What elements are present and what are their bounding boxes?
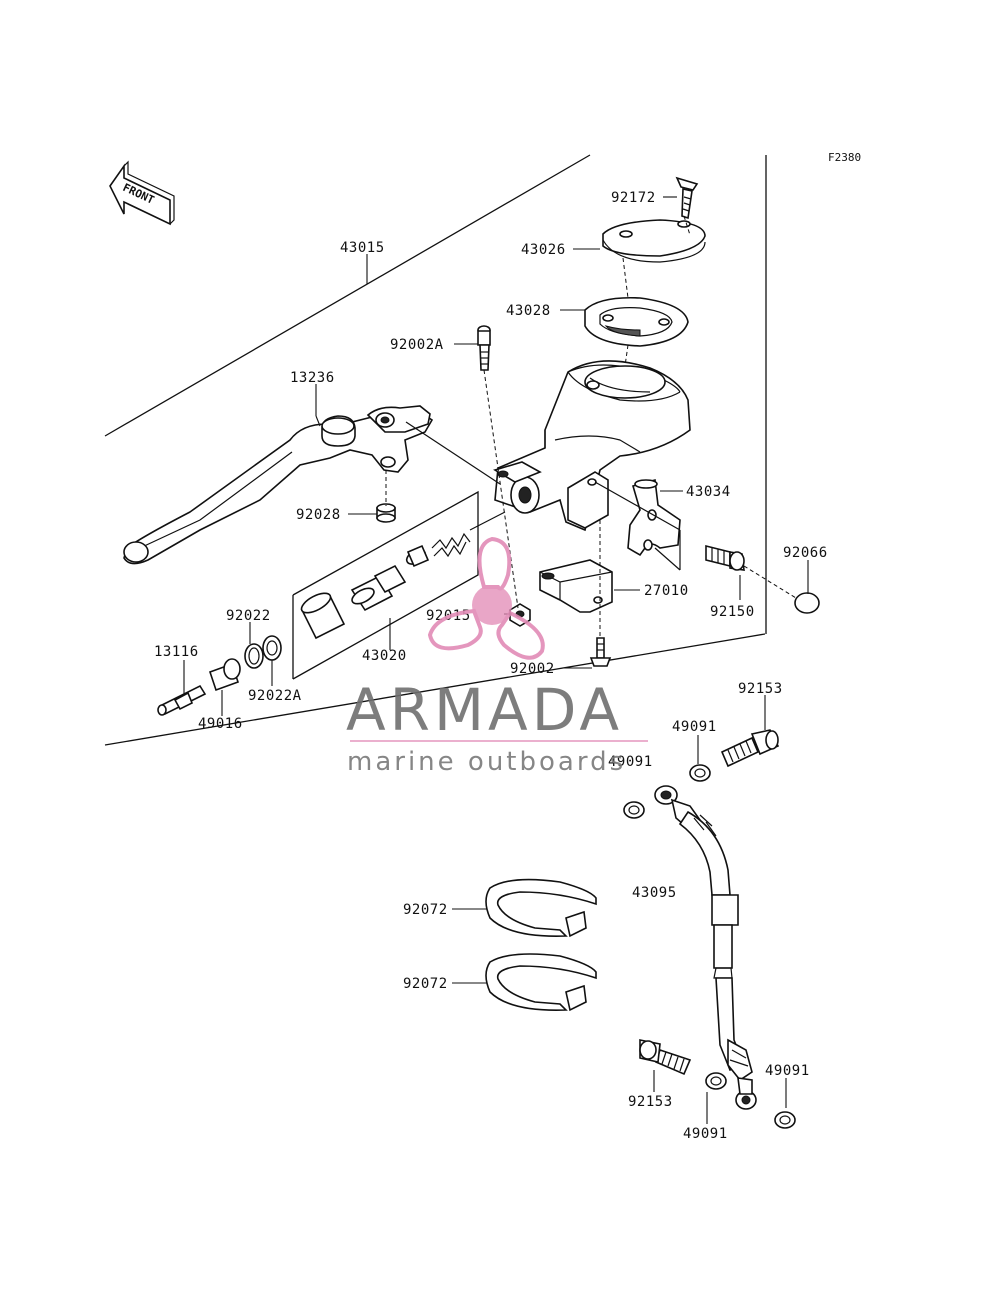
part-label-92153-top[interactable]: 92153 (738, 681, 783, 697)
part-label-43015[interactable]: 43015 (340, 240, 385, 256)
part-label-92153-bot[interactable]: 92153 (628, 1094, 673, 1110)
bushing-92028 (376, 503, 396, 523)
push-rod-13116 (157, 684, 207, 716)
watermark-tagline: marine outboards (347, 747, 626, 777)
part-labels: 43015 92172 43026 43028 92002A 13236 430… (154, 190, 828, 1142)
cable-tie-92072-lower (485, 953, 597, 1012)
assembly-frame (104, 154, 767, 746)
reservoir-cap-43026 (602, 219, 706, 263)
front-arrow-icon: FRONT (109, 160, 175, 226)
screw-92002 (589, 637, 612, 667)
boot-49016 (208, 658, 241, 692)
propeller-logo-icon (427, 536, 545, 660)
watermark: ARMADA marine outboards (346, 536, 648, 777)
piston-kit-43020 (300, 532, 471, 640)
part-label-92072-b[interactable]: 92072 (403, 976, 448, 992)
part-label-92072-a[interactable]: 92072 (403, 902, 448, 918)
part-label-49091-a[interactable]: 49091 (672, 719, 717, 735)
cap-92066 (794, 592, 820, 614)
part-label-27010[interactable]: 27010 (644, 583, 689, 599)
part-label-13116[interactable]: 13116 (154, 644, 199, 660)
part-label-92066[interactable]: 92066 (783, 545, 828, 561)
diagram-code: F2380 (828, 151, 861, 164)
part-label-92150[interactable]: 92150 (710, 604, 755, 620)
leader-lines (183, 196, 809, 1124)
diaphragm-43028 (584, 296, 689, 347)
part-label-92002[interactable]: 92002 (510, 661, 555, 677)
part-label-49016[interactable]: 49016 (198, 716, 243, 732)
reservoir-screw-92172 (675, 176, 699, 220)
part-label-92022[interactable]: 92022 (226, 608, 271, 624)
washer-92022a (262, 635, 282, 661)
part-label-13236[interactable]: 13236 (290, 370, 335, 386)
part-label-92172[interactable]: 92172 (611, 190, 656, 206)
part-label-43020[interactable]: 43020 (362, 648, 407, 664)
part-label-43028[interactable]: 43028 (506, 303, 551, 319)
clutch-lever-13236 (123, 405, 434, 565)
clamp-bolt-92150 (705, 544, 745, 571)
pivot-bolt-92002a (477, 325, 491, 371)
part-label-92022a[interactable]: 92022A (248, 688, 302, 704)
part-label-43026[interactable]: 43026 (521, 242, 566, 258)
circlip-92022 (244, 643, 264, 669)
handlebar-clamp-43034 (627, 478, 681, 557)
part-label-92002a[interactable]: 92002A (390, 337, 444, 353)
brake-hose-43095 (623, 729, 796, 1129)
part-label-43034[interactable]: 43034 (686, 484, 731, 500)
part-label-49091-d[interactable]: 49091 (683, 1126, 728, 1142)
part-label-43095[interactable]: 43095 (632, 885, 677, 901)
part-label-49091-b[interactable]: 49091 (608, 754, 653, 770)
switch-27010 (539, 559, 613, 613)
master-cylinder-body (493, 360, 691, 532)
watermark-brand: ARMADA (346, 676, 623, 744)
cable-tie-92072-upper (485, 878, 597, 938)
part-label-92028[interactable]: 92028 (296, 507, 341, 523)
part-label-49091-c[interactable]: 49091 (765, 1063, 810, 1079)
